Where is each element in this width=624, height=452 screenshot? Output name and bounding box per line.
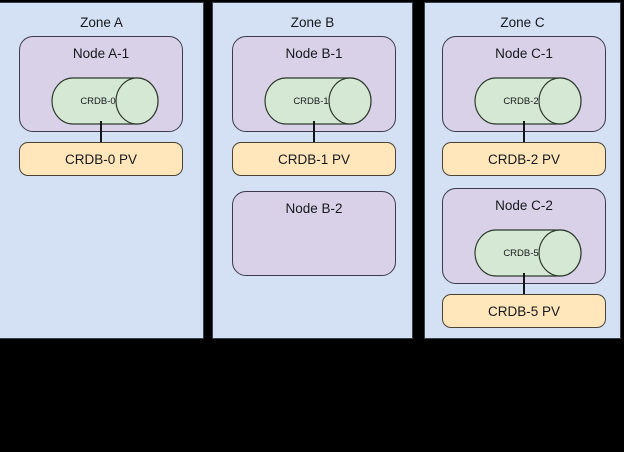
cylinder-crdb-1: CRDB-1	[264, 77, 372, 125]
connector-c-2	[523, 273, 525, 295]
zone-container-b: Zone B Node B-1 CRDB-1 CRDB-1 PV Node B-…	[212, 2, 413, 339]
node-box-b-2: Node B-2	[232, 191, 396, 276]
pv-box-crdb-0: CRDB-0 PV	[19, 142, 183, 176]
node-label-a-1: Node A-1	[72, 46, 130, 61]
cylinder-crdb-2: CRDB-2	[474, 77, 582, 125]
connector-b-1	[313, 121, 315, 143]
pv-label-crdb-5: CRDB-5 PV	[487, 303, 560, 319]
node-label-b-2: Node B-2	[285, 201, 343, 216]
zone-title-b: Zone B	[290, 15, 335, 30]
zone-title-c: Zone C	[500, 15, 545, 30]
zone-container-a: Zone A Node A-1 CRDB-0 CRDB-0 PV	[0, 2, 204, 339]
zone-container-c: Zone C Node C-1 CRDB-2 CRDB-2 PV Node C-…	[424, 2, 621, 339]
cylinder-crdb-0: CRDB-0	[51, 77, 159, 125]
connector-c-1	[523, 121, 525, 143]
connector-a-1	[100, 121, 102, 143]
pv-label-crdb-0: CRDB-0 PV	[64, 151, 137, 167]
pv-box-crdb-5: CRDB-5 PV	[442, 294, 606, 328]
pv-label-crdb-1: CRDB-1 PV	[277, 151, 350, 167]
node-label-c-1: Node C-1	[495, 46, 553, 61]
pv-label-crdb-2: CRDB-2 PV	[487, 151, 560, 167]
cylinder-crdb-5: CRDB-5	[474, 229, 582, 277]
node-label-b-1: Node B-1	[285, 46, 343, 61]
node-label-c-2: Node C-2	[495, 198, 553, 213]
zone-title-a: Zone A	[80, 15, 123, 30]
pv-box-crdb-2: CRDB-2 PV	[442, 142, 606, 176]
pv-box-crdb-1: CRDB-1 PV	[232, 142, 396, 176]
